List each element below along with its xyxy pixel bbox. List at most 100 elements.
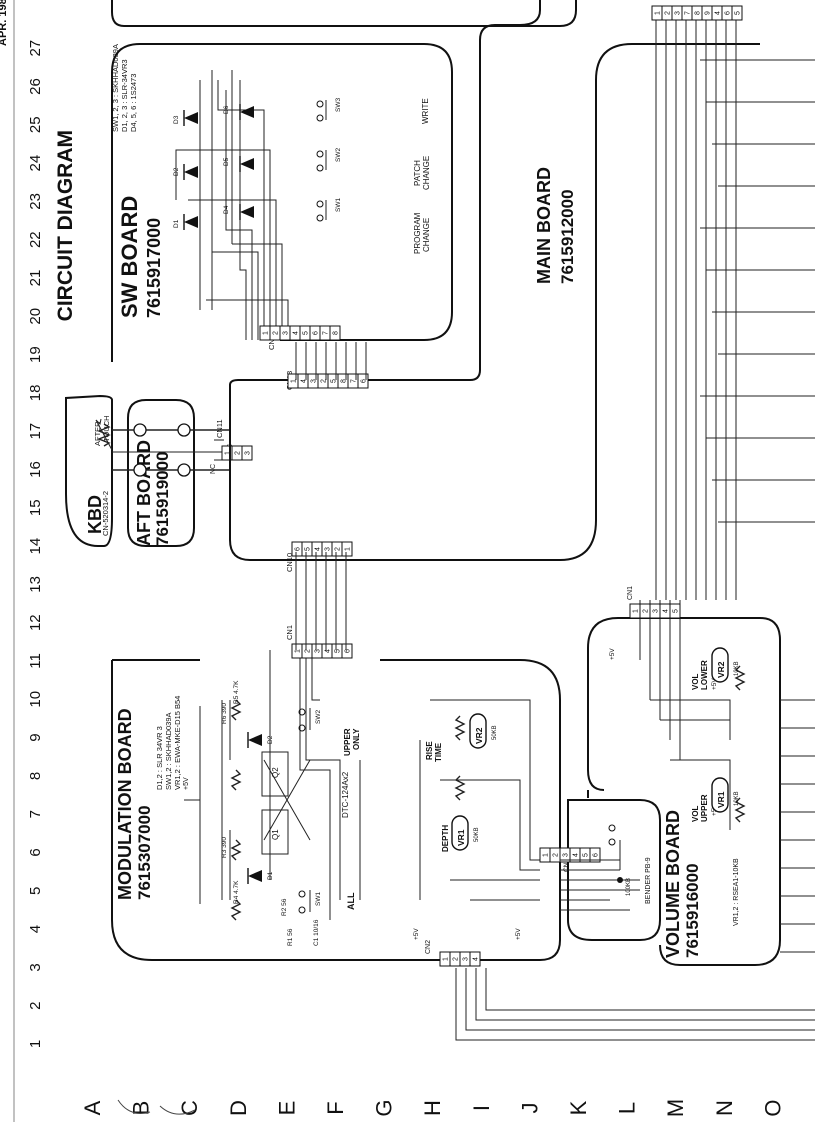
volume-parts-note: VR1,2 : RSEA1-10KB: [733, 858, 740, 926]
pin-number: 4: [663, 609, 670, 613]
pin-number: 1: [655, 11, 662, 15]
mod-c1: C1 10/16: [313, 919, 320, 946]
column-number: 18: [27, 385, 44, 402]
pin-number: 5: [335, 649, 342, 653]
connector-pin: [731, 5, 743, 21]
pin-number: 2: [273, 331, 280, 335]
mod-vcc: +5V: [183, 777, 190, 790]
connector-pin: [341, 541, 353, 557]
vr1-badge: VR1: [451, 815, 469, 851]
pin-number: 3: [311, 379, 318, 383]
modulation-parts-note: D1,2 : SLR 34VR 3 SW1,2 : SKHHAD039A VR1…: [155, 696, 182, 790]
pin-number: 2: [305, 649, 312, 653]
mod-vr1-val: 50KB: [474, 827, 480, 842]
column-number: 15: [27, 499, 44, 516]
pin-number: 4: [293, 331, 300, 335]
sw-internal-wiring: [175, 70, 289, 340]
column-number: 21: [27, 270, 44, 287]
pin-number: 5: [331, 379, 338, 383]
mod-q1: Q1: [271, 829, 280, 840]
pin-number: 3: [653, 609, 660, 613]
vol-vr2-badge: VR2: [711, 647, 729, 683]
vol-lower-label: VOL LOWER: [691, 660, 709, 690]
modulation-part-number: 7615307000: [135, 805, 154, 900]
pin-number: 6: [295, 547, 302, 551]
connector-pin: [241, 445, 253, 461]
date-label: APR. 1986: [0, 0, 9, 46]
column-number: 9: [27, 733, 44, 741]
volume-title: VOLUME BOARD: [663, 810, 683, 958]
pin-number: 4: [473, 957, 480, 961]
pin-number: 3: [315, 649, 322, 653]
column-number: 24: [27, 155, 44, 172]
sw-sw2: SW2: [335, 148, 342, 162]
pin-number: 3: [245, 451, 252, 455]
vol-vcc-1: +5V: [609, 648, 616, 660]
mod-r6: R6 390: [221, 703, 228, 724]
column-numbers: 1234567891011121314151617181920212223242…: [27, 40, 44, 1048]
pin-number: 1: [443, 957, 450, 961]
modulation-wiring: [184, 650, 540, 920]
mod-sw1: SW1: [315, 892, 322, 906]
aft-nc-1: NC: [210, 464, 217, 474]
pin-number: 2: [665, 11, 672, 15]
sw-d5: D5: [223, 157, 230, 166]
column-number: 14: [27, 538, 44, 555]
pin-number: 1: [263, 331, 270, 335]
pin-number: 7: [351, 379, 358, 383]
vol-cn1-label: CN1: [627, 586, 634, 600]
row-letter: A: [80, 1100, 105, 1115]
sw-part-number: 7615917000: [144, 218, 164, 318]
pin-number: 3: [463, 957, 470, 961]
connector-pin: [469, 951, 481, 967]
pin-number: 3: [283, 331, 290, 335]
aft-bridge: [112, 423, 230, 477]
pin-number: 4: [301, 379, 308, 383]
cables: [295, 20, 815, 1041]
vol-vr2: VR2: [716, 661, 726, 678]
main-part-number: 7615912000: [558, 189, 577, 284]
column-number: 22: [27, 231, 44, 248]
modulation-pots: [230, 699, 466, 921]
row-letter: M: [663, 1099, 688, 1117]
pin-number: 4: [573, 853, 580, 857]
connector-pin: [669, 603, 681, 619]
pin-number: 4: [315, 547, 322, 551]
column-number: 1: [27, 1040, 44, 1048]
vol-vr1: VR1: [716, 791, 726, 808]
vol-vr1-badge: VR1: [711, 777, 729, 813]
kbd-block: KBD CN-520314-2 AFTER TOUCH: [65, 394, 113, 547]
aft-board: AFT BOARD 7615919000 NC NC CN11 123: [112, 399, 253, 547]
mod-cn2-label: CN2: [425, 940, 432, 954]
pin-number: 6: [725, 11, 732, 15]
sw-diodes: [183, 104, 254, 230]
kbd-connector: CN-520314-2: [101, 491, 110, 536]
sw-parts-note: SW1, 2, 3 : SKHHAD039A D1, 2, 3 : SLR-34…: [111, 42, 138, 132]
pin-number: 4: [715, 11, 722, 15]
pin-number: 3: [563, 853, 570, 857]
mod-d1: D1: [267, 871, 274, 880]
pin-number: 1: [295, 649, 302, 653]
pin-number: 3: [325, 547, 332, 551]
pin-number: 2: [235, 451, 242, 455]
column-number: 13: [27, 576, 44, 593]
column-number: 8: [27, 772, 44, 780]
volume-pots: [734, 665, 746, 823]
column-number: 7: [27, 810, 44, 818]
modulation-title: MODULATION BOARD: [115, 708, 135, 900]
pin-number: 5: [305, 547, 312, 551]
mod-vr2-val: 50KB: [492, 725, 498, 740]
mod-q2: Q2: [271, 767, 280, 778]
pin-number: 5: [673, 609, 680, 613]
all-label: ALL: [346, 892, 356, 910]
row-letter: B: [129, 1101, 154, 1116]
rise-time-label: RISE TIME: [425, 739, 443, 762]
row-letter: O: [760, 1099, 785, 1116]
pin-number: 2: [321, 379, 328, 383]
row-letter: D: [226, 1100, 251, 1116]
vr2-badge: VR2: [469, 713, 487, 749]
